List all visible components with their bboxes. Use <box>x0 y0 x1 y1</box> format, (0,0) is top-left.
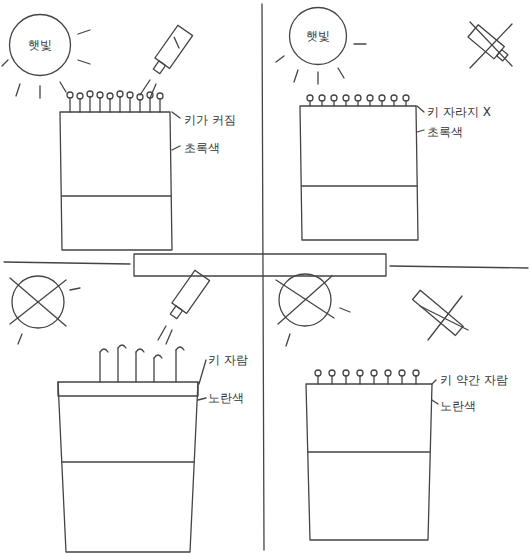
crossed-bottle <box>413 290 468 340</box>
sun-label: 햇빛 <box>306 28 330 45</box>
note-label: 키 자라지 X <box>427 104 491 121</box>
note-label: 키가 커짐 <box>184 112 236 129</box>
divider-line <box>4 262 528 268</box>
bar <box>134 254 386 276</box>
crossed-sun <box>10 276 80 344</box>
sun-rays <box>2 30 90 98</box>
divider-line <box>262 4 264 550</box>
crossed-bottle <box>468 22 512 68</box>
water-drops <box>158 326 172 344</box>
water-bottle <box>149 25 192 76</box>
note-label: 노란색 <box>440 398 476 415</box>
note-label: 키 자람 <box>208 352 248 369</box>
plant-pot <box>58 345 206 552</box>
note-label: 노란색 <box>208 390 244 407</box>
plant-pot <box>60 91 180 250</box>
water-bottle <box>166 270 209 321</box>
sun-label: 햇빛 <box>28 37 52 54</box>
plant-pot <box>306 370 438 540</box>
plant-pot <box>300 95 424 240</box>
crossed-sun <box>276 274 350 346</box>
note-label: 초록색 <box>184 140 220 157</box>
sun-circle: 햇빛 <box>8 13 72 77</box>
note-label: 초록색 <box>427 124 463 141</box>
sun-circle: 햇빛 <box>288 6 348 66</box>
note-label: 키 약간 자람 <box>440 372 508 389</box>
